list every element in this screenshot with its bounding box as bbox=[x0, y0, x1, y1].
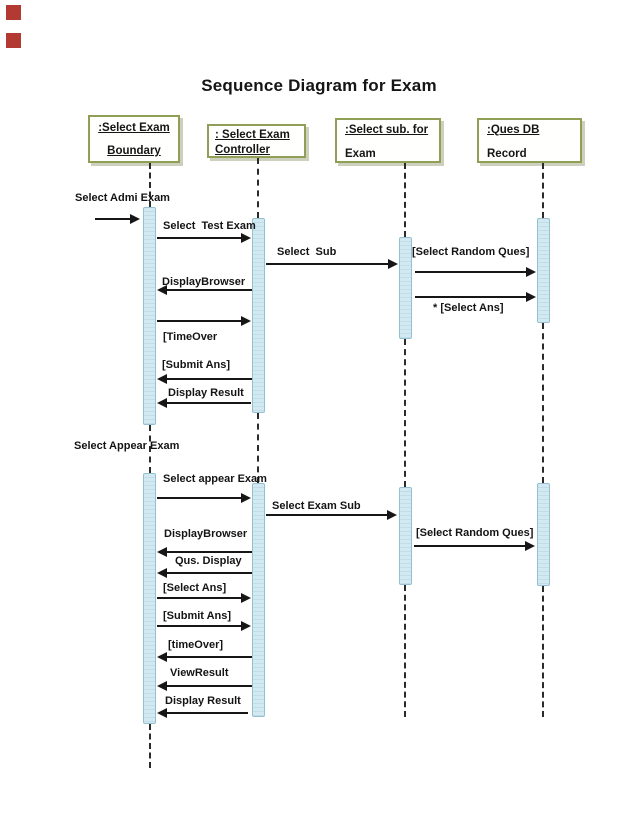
activation-bar-subject-2 bbox=[399, 487, 412, 585]
message-label: * [Select Ans] bbox=[433, 302, 504, 314]
lifeline-quesdb bbox=[542, 586, 544, 717]
message-label: [Submit Ans] bbox=[163, 610, 232, 622]
red-square-marker-icon bbox=[6, 33, 21, 48]
message-label: [TimeOver bbox=[163, 331, 218, 343]
actor-label: Exam bbox=[345, 148, 376, 160]
actor-label: Controller bbox=[215, 144, 270, 156]
lifeline-subject bbox=[404, 585, 406, 717]
message-arrow-select-exam-sub bbox=[266, 510, 397, 520]
activation-bar-boundary-1 bbox=[143, 207, 156, 425]
message-arrow-qus-display bbox=[157, 568, 252, 578]
red-square-marker-icon bbox=[6, 5, 21, 20]
message-arrow-displaybrowser-2 bbox=[157, 547, 252, 557]
activation-bar-quesdb-2 bbox=[537, 483, 550, 586]
message-arrow-display-result-1 bbox=[157, 398, 251, 408]
actor-box-subject: :Select sub. for Exam bbox=[335, 118, 441, 163]
message-label: Select Test Exam bbox=[163, 220, 256, 232]
page-title: Sequence Diagram for Exam bbox=[201, 76, 437, 95]
actor-box-quesdb: :Ques DB Record bbox=[477, 118, 582, 163]
message-label: Select Sub bbox=[277, 246, 337, 258]
activation-bar-boundary-2 bbox=[143, 473, 156, 724]
actor-label: :Select Exam bbox=[98, 122, 170, 134]
message-label: ViewResult bbox=[170, 667, 229, 679]
message-label: [timeOver] bbox=[168, 639, 224, 651]
message-arrow-select-test-exam bbox=[157, 233, 251, 243]
message-label: Display Result bbox=[168, 387, 244, 399]
message-arrow-display-result-2 bbox=[157, 708, 248, 718]
lifeline-subject bbox=[404, 163, 406, 237]
activation-bar-controller-2 bbox=[252, 483, 265, 717]
message-label: Select Admi Exam bbox=[75, 192, 170, 204]
activation-bar-quesdb-1 bbox=[537, 218, 550, 323]
activation-bar-subject-1 bbox=[399, 237, 412, 339]
actor-box-boundary: :Select Exam Boundary bbox=[88, 115, 180, 163]
message-arrow-timeover-1 bbox=[157, 316, 251, 326]
message-arrow-select-random-ques-2 bbox=[414, 541, 535, 551]
message-label: [Submit Ans] bbox=[162, 359, 231, 371]
message-label: Qus. Display bbox=[175, 555, 242, 567]
message-label: DisplayBrowser bbox=[162, 276, 246, 288]
actor-label: :Ques DB bbox=[487, 124, 540, 136]
message-label: [Select Random Ques] bbox=[412, 246, 530, 258]
activation-bar-controller-1 bbox=[252, 218, 265, 413]
message-arrow-select-ans-star bbox=[415, 292, 536, 302]
message-arrow-select-random-ques-1 bbox=[415, 267, 536, 277]
lifeline-subject bbox=[404, 339, 406, 487]
message-arrow-timeover-2 bbox=[157, 652, 252, 662]
message-arrow-submit-ans-1 bbox=[157, 374, 252, 384]
message-arrow-select-appear-exam bbox=[157, 493, 251, 503]
message-arrow-displaybrowser-1 bbox=[157, 285, 252, 295]
lifeline-boundary bbox=[149, 724, 151, 768]
actor-box-controller: : Select Exam Controller bbox=[207, 124, 306, 158]
lifeline-boundary bbox=[149, 425, 151, 473]
message-arrow-select-admi-exam bbox=[95, 214, 140, 224]
message-arrow-select-sub bbox=[266, 259, 398, 269]
message-label: [Select Random Ques] bbox=[416, 527, 534, 539]
section-label-select-appear-exam: Select Appear Exam bbox=[74, 440, 180, 452]
lifeline-boundary bbox=[149, 163, 151, 207]
message-arrow-select-ans-2 bbox=[157, 593, 251, 603]
message-label: Select appear Exam bbox=[163, 473, 267, 485]
message-arrow-submit-ans-2 bbox=[157, 621, 251, 631]
actor-label: : Select Exam bbox=[215, 129, 290, 141]
lifeline-controller bbox=[257, 158, 259, 218]
actor-label: Record bbox=[487, 148, 527, 160]
message-label: Select Exam Sub bbox=[272, 500, 361, 512]
message-label: Display Result bbox=[165, 695, 241, 707]
message-label: DisplayBrowser bbox=[164, 528, 248, 540]
lifeline-controller bbox=[257, 413, 259, 483]
message-label: [Select Ans] bbox=[163, 582, 227, 594]
actor-label: :Select sub. for bbox=[345, 124, 429, 136]
lifeline-quesdb bbox=[542, 323, 544, 483]
message-arrow-viewresult bbox=[157, 681, 252, 691]
lifeline-quesdb bbox=[542, 163, 544, 218]
actor-label: Boundary bbox=[107, 145, 161, 157]
